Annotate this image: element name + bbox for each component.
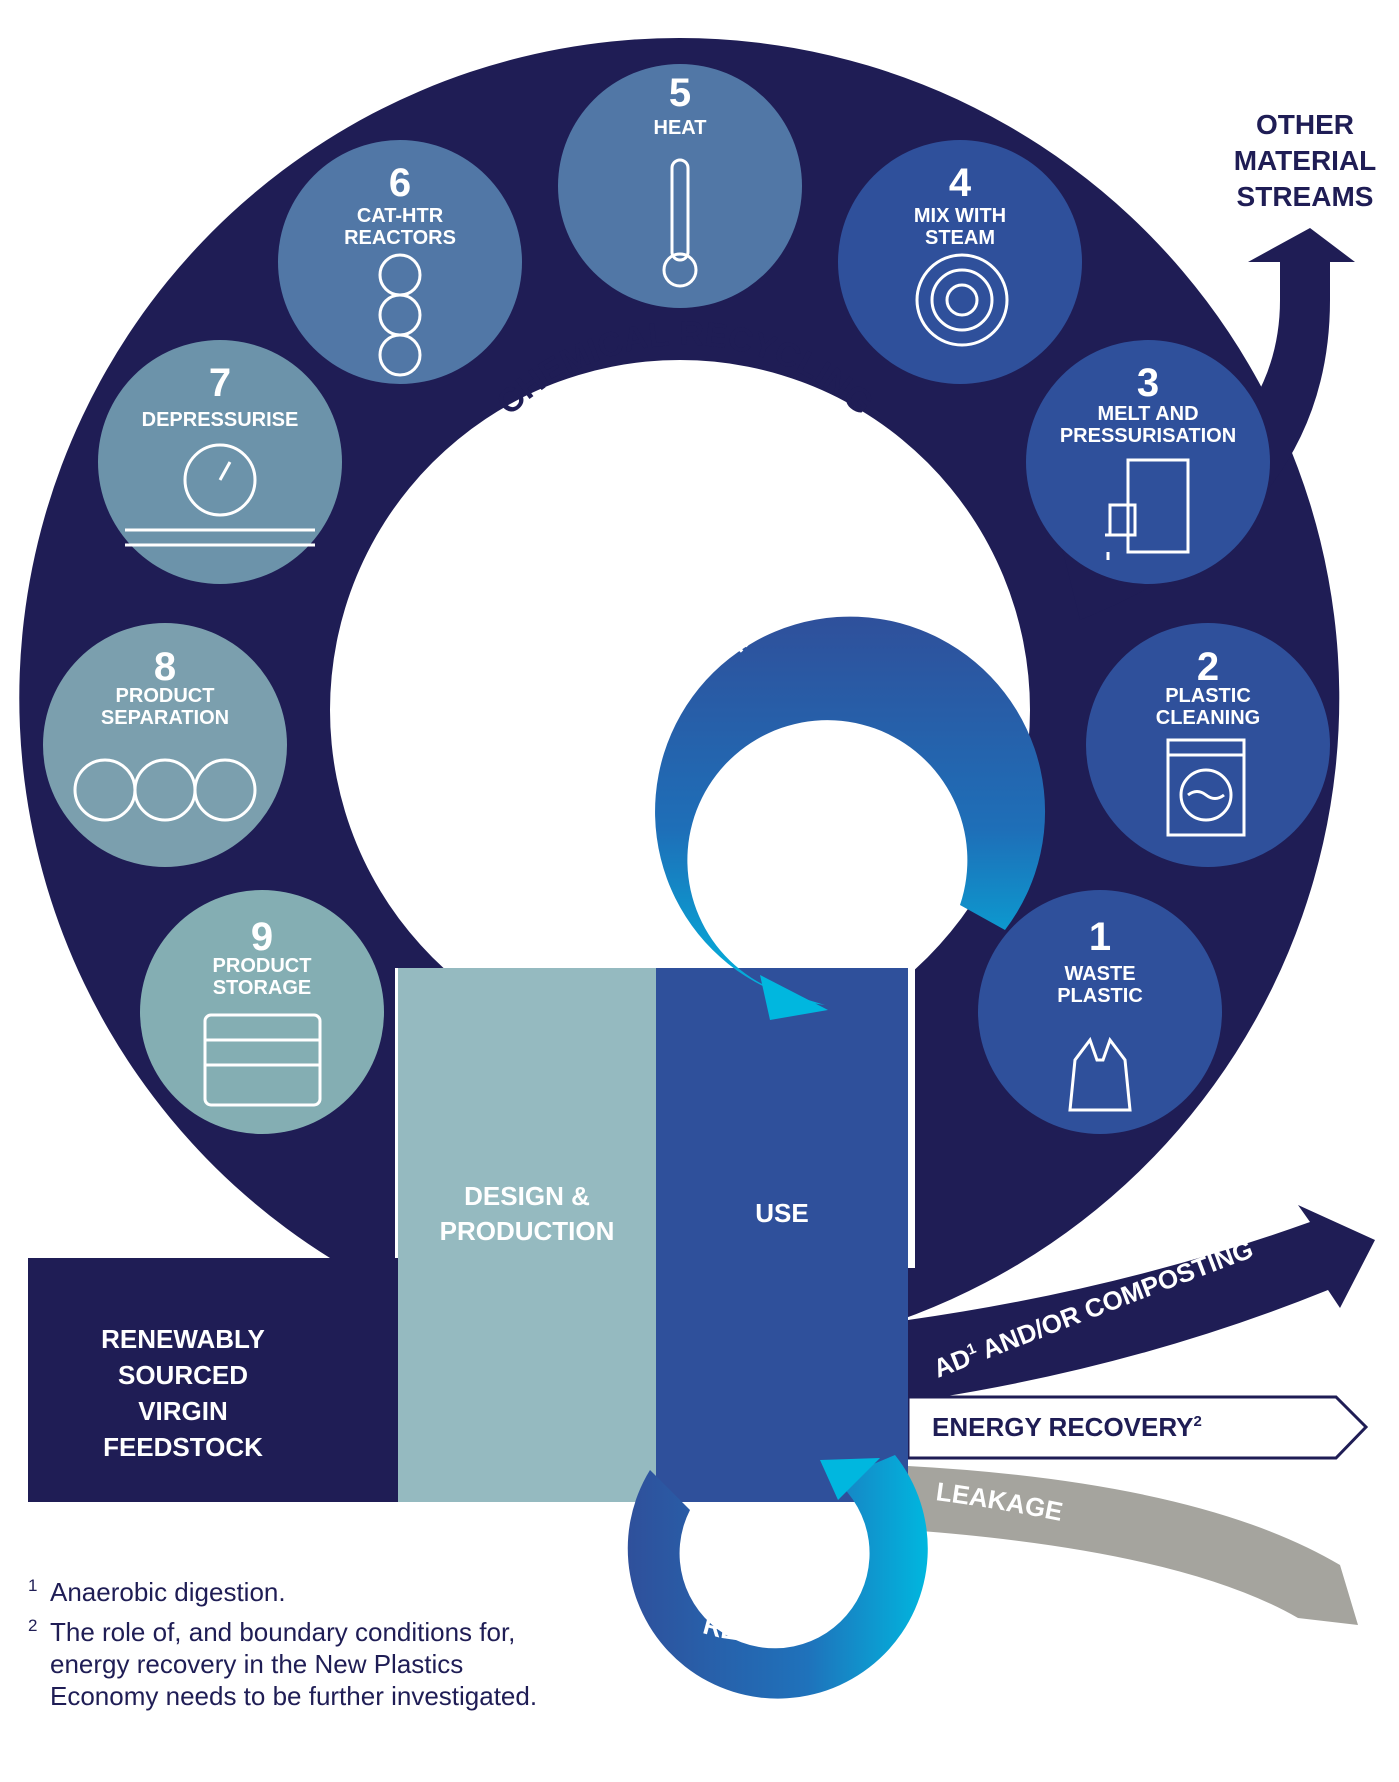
manual-recycling-loop: [655, 616, 1046, 1005]
step-number: 2: [1197, 645, 1219, 689]
step-label: PRESSURISATION: [1060, 425, 1236, 447]
use-block: [656, 968, 908, 1502]
step-label: STORAGE: [213, 977, 312, 999]
footnote-marker: 1: [28, 1576, 38, 1595]
step-label: CAT-HTR: [357, 205, 444, 227]
reuse-arrowhead: [820, 1458, 880, 1500]
plastic-bag-icon: [1068, 1036, 1132, 1112]
step-circle-1[interactable]: 1 WASTE PLASTIC: [978, 890, 1222, 1134]
separation-icon: [73, 758, 257, 822]
press-icon: [1105, 458, 1190, 560]
reuse-loop: [627, 1455, 928, 1699]
step-label: PRODUCT: [116, 685, 215, 707]
feedstock-label: FEEDSTOCK: [103, 1432, 263, 1462]
step-circle-8[interactable]: 8 PRODUCT SEPARATION: [43, 623, 287, 867]
manual-recycling-arrowhead: [760, 975, 828, 1020]
feedstock-label: SOURCED: [118, 1360, 248, 1390]
step-circle-3[interactable]: 3 MELT AND PRESSURISATION: [1026, 340, 1270, 584]
step-circle-6[interactable]: 6 CAT-HTR REACTORS: [278, 140, 522, 384]
step-number: 8: [154, 645, 176, 689]
washing-machine-icon: [1166, 738, 1246, 837]
steam-swirl-icon: [915, 253, 1009, 347]
step-number: 7: [209, 361, 231, 405]
pressure-gauge-icon: [125, 443, 315, 547]
design-production-block: [398, 968, 656, 1502]
feedstock-label: RENEWABLY: [101, 1324, 265, 1354]
other-streams-label: OTHER: [1256, 109, 1354, 140]
step-circle-9[interactable]: 9 PRODUCT STORAGE: [140, 890, 384, 1134]
step-number: 5: [669, 71, 691, 115]
other-streams-label: MATERIAL: [1234, 145, 1377, 176]
storage-tank-icon: [203, 1013, 322, 1107]
footnotes: 1 Anaerobic digestion. 2 The role of, and …: [28, 1576, 548, 1720]
step-number: 1: [1089, 915, 1111, 959]
leakage-arrow: [908, 1466, 1358, 1625]
reuse-label: RE-USE: [700, 1610, 800, 1647]
step-label: DEPRESSURISE: [142, 409, 299, 431]
other-streams-label: STREAMS: [1237, 181, 1374, 212]
step-circle-4[interactable]: 4 MIX WITH STEAM: [838, 140, 1082, 384]
feedstock-block: [28, 1258, 408, 1502]
step-number: 3: [1137, 361, 1159, 405]
chemical-recycling-ring: [19, 37, 1340, 1502]
step-label: SEPARATION: [101, 707, 229, 729]
footnote-1: 1 Anaerobic digestion.: [28, 1576, 548, 1608]
step-circle-2[interactable]: 2 PLASTIC CLEANING: [1086, 623, 1330, 867]
step-label: CLEANING: [1156, 707, 1260, 729]
step-label: PLASTIC: [1057, 985, 1143, 1007]
step-label: WASTE: [1064, 963, 1135, 985]
step-circle-5[interactable]: 5 HEAT: [558, 64, 802, 308]
design-label: DESIGN &: [464, 1181, 590, 1211]
footnote-2: 2 The role of, and boundary conditions fo…: [28, 1616, 548, 1712]
ad-composting-arrow: [908, 1205, 1375, 1402]
step-number: 4: [949, 161, 972, 205]
step-label: MIX WITH: [914, 205, 1006, 227]
step-number: 9: [251, 915, 273, 959]
step-label: MELT AND: [1097, 403, 1198, 425]
reactor-icon: [378, 253, 422, 377]
footnote-marker: 2: [28, 1616, 38, 1635]
thermometer-icon: [662, 158, 698, 288]
step-circle-7[interactable]: 7 DEPRESSURISE: [98, 340, 342, 584]
step-label: REACTORS: [344, 227, 456, 249]
energy-recovery-label: ENERGY RECOVERY2: [932, 1412, 1202, 1442]
step-label: HEAT: [654, 117, 707, 139]
feedstock-label: VIRGIN: [138, 1396, 228, 1426]
step-label: PLASTIC: [1165, 685, 1251, 707]
step-label: PRODUCT: [213, 955, 312, 977]
design-label: PRODUCTION: [440, 1216, 615, 1246]
footnote-text: The role of, and boundary conditions for…: [50, 1617, 538, 1711]
step-label: STEAM: [925, 227, 995, 249]
use-label: USE: [755, 1198, 808, 1228]
step-number: 6: [389, 161, 411, 205]
footnote-text: Anaerobic digestion.: [50, 1577, 286, 1607]
